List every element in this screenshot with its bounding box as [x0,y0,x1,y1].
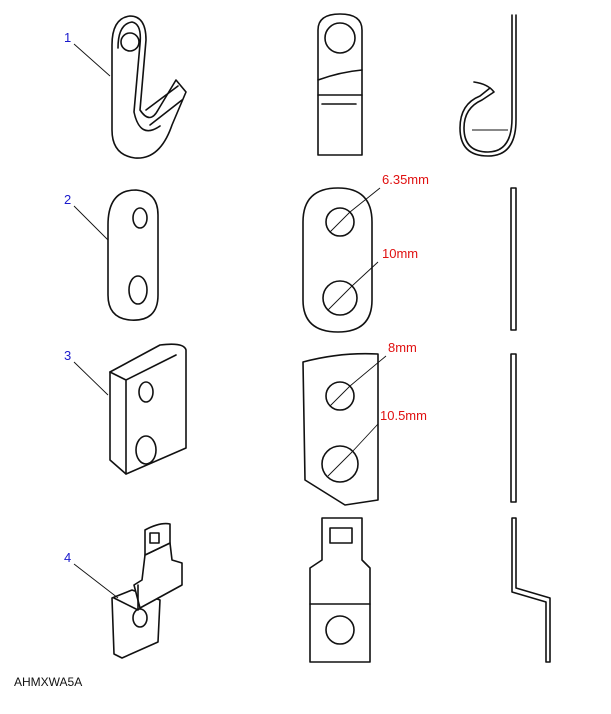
part2-side-view [510,187,517,331]
part2-iso-view [107,189,159,321]
part-label-1: 1 [64,30,71,45]
part-label-2: 2 [64,192,71,207]
part3-front-view [302,352,387,506]
part2-front-view [302,187,381,333]
part3-iso-view [109,343,187,475]
part-label-4: 4 [64,550,71,565]
dimension-6-35mm: 6.35mm [382,172,429,187]
part4-iso-view [111,522,183,659]
dimension-8mm: 8mm [388,340,417,355]
figure-code: AHMXWA5A [14,675,82,689]
part-label-3: 3 [64,348,71,363]
part4-side-view [511,517,551,663]
part1-iso-view [111,15,187,159]
part1-front-view [317,13,363,156]
dimension-10mm: 10mm [382,246,418,261]
part1-side-view [459,14,517,157]
part3-side-view [510,353,517,503]
part4-front-view [309,517,371,663]
dimension-10-5mm: 10.5mm [380,408,427,423]
